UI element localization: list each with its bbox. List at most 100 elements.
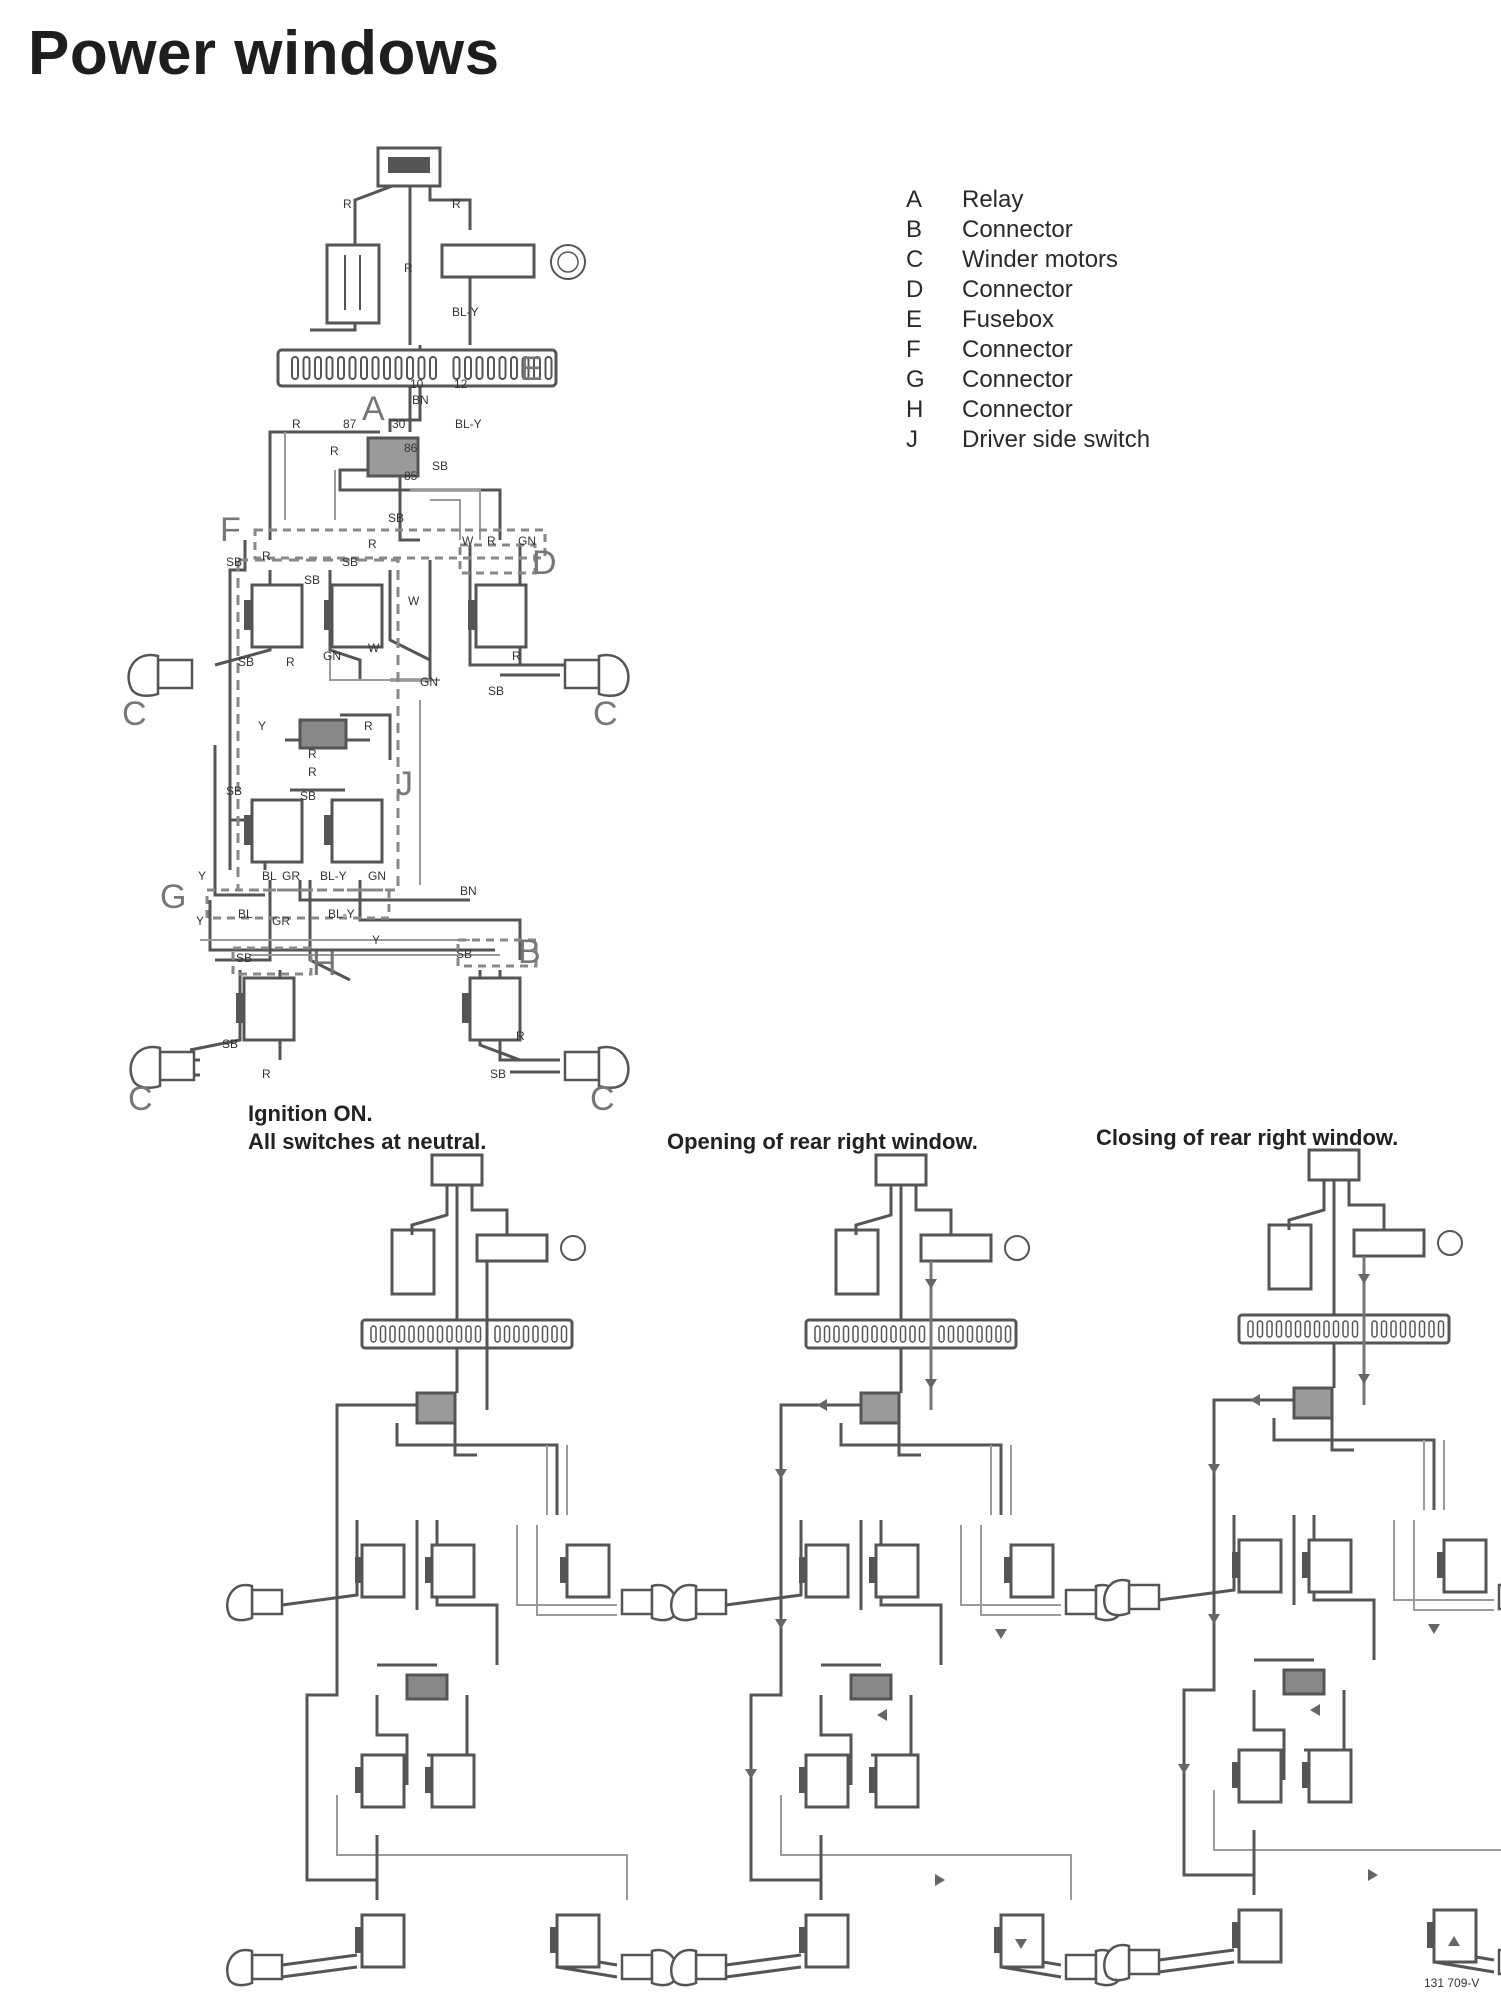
- callout-letters: A B C C C C D E F G H J: [122, 350, 618, 1118]
- wire-label: R: [452, 197, 461, 211]
- state-diagrams: [226, 1148, 1501, 1987]
- fuse: [1399, 1320, 1407, 1338]
- switch-rocker: [869, 1557, 876, 1583]
- fuse: [522, 1325, 530, 1343]
- fuse: [360, 356, 368, 380]
- fuse: [325, 356, 334, 380]
- winder-motor: [1127, 1948, 1161, 1976]
- fusebox: [276, 348, 558, 388]
- connector-b: [456, 938, 538, 968]
- wire: [780, 1795, 1072, 1900]
- wire: [536, 1525, 617, 1616]
- wire-label: R: [286, 655, 295, 669]
- callout-f: F: [220, 511, 241, 549]
- window-switch: [1237, 1748, 1283, 1804]
- wire-label: R: [512, 649, 521, 663]
- window-switch: [565, 1543, 611, 1599]
- window-switch: [1307, 1748, 1353, 1804]
- switch-rocker: [799, 1557, 806, 1583]
- legend-label: Relay: [962, 186, 1024, 213]
- fuse: [455, 1325, 463, 1343]
- winder-motor: [620, 1953, 654, 1981]
- wire-label: GN: [323, 649, 341, 663]
- fuse: [521, 356, 530, 380]
- callout-j: J: [396, 765, 413, 803]
- fuse: [957, 1325, 964, 1343]
- wire-label: R: [516, 1029, 525, 1043]
- current-flow-arrow: [1015, 1939, 1027, 1949]
- callout-h: H: [312, 945, 337, 983]
- window-switch: [804, 1543, 850, 1599]
- current-flow-arrow: [925, 1379, 937, 1389]
- fuse: [1266, 1320, 1273, 1338]
- fuse: [513, 1325, 520, 1343]
- fuse: [861, 1325, 869, 1343]
- window-switch: [1009, 1543, 1055, 1599]
- ignition-lock: [440, 243, 536, 279]
- wire: [819, 1695, 853, 1785]
- fuse: [465, 1325, 472, 1343]
- relay-pin: 86: [404, 441, 418, 455]
- switch-rocker: [869, 1767, 876, 1793]
- wire: [871, 1695, 913, 1757]
- winder-motor: [620, 1588, 654, 1616]
- fuse: [1294, 1320, 1302, 1338]
- window-switch: [360, 1913, 406, 1969]
- wire-label: SB: [456, 947, 472, 961]
- callout-e: E: [520, 350, 543, 388]
- wire-label: SB: [488, 684, 504, 698]
- wire: [1182, 1510, 1254, 1877]
- current-flow-arrow: [1358, 1374, 1370, 1384]
- window-switch: [430, 1543, 476, 1599]
- current-flow-arrow: [1250, 1394, 1260, 1406]
- relay: [1292, 1386, 1334, 1420]
- wire-label: GR: [282, 869, 300, 883]
- fuse: [976, 1325, 983, 1343]
- fuse: [398, 1325, 406, 1343]
- switch-rocker: [1427, 1922, 1434, 1948]
- legend-label: Connector: [962, 336, 1073, 363]
- wire: [516, 1525, 617, 1606]
- ignition-switch-body: [388, 157, 430, 173]
- wire: [779, 1403, 861, 1515]
- fuse: [503, 1325, 511, 1343]
- wire: [410, 1185, 449, 1235]
- ignition-lock: [1352, 1228, 1426, 1258]
- wire-label: R: [404, 261, 413, 275]
- wire-label: BL: [262, 869, 277, 883]
- window-switch: [1442, 1538, 1488, 1594]
- winder-motor-cap: [226, 1583, 254, 1622]
- wire: [1158, 1948, 1235, 1962]
- wire-label: SB: [490, 1067, 506, 1081]
- fuse: [833, 1325, 840, 1343]
- window-switch: [1432, 1908, 1478, 1964]
- battery: [390, 1228, 436, 1296]
- wire: [1212, 1398, 1294, 1510]
- connector-g: [205, 888, 391, 920]
- caption-neutral-line2: All switches at neutral.: [248, 1129, 487, 1154]
- wire-label: R: [364, 719, 373, 733]
- lockout-switch: [1282, 1668, 1326, 1696]
- wire: [854, 1185, 893, 1235]
- winder-motor: [1064, 1953, 1098, 1981]
- current-flow-arrow: [775, 1469, 787, 1479]
- fuse: [474, 1325, 482, 1343]
- wire-label: SB: [432, 459, 448, 473]
- fuse: [1371, 1320, 1378, 1338]
- fuse: [1351, 1320, 1359, 1338]
- fuse: [852, 1325, 859, 1343]
- wire: [470, 1185, 509, 1235]
- legend-label: Connector: [962, 276, 1073, 303]
- switch-rocker: [1302, 1762, 1309, 1788]
- fuse: [475, 356, 484, 380]
- key-dial-inner: [557, 251, 579, 273]
- switch-rocker: [1232, 1762, 1239, 1788]
- window-switch: [1307, 1538, 1353, 1594]
- fuse-number: 10: [410, 377, 424, 391]
- callout-b: B: [518, 933, 541, 971]
- wire: [1330, 1418, 1354, 1452]
- fuse-row: [291, 356, 553, 380]
- callout-d: D: [532, 544, 557, 582]
- caption-opening: Opening of rear right window.: [667, 1129, 978, 1154]
